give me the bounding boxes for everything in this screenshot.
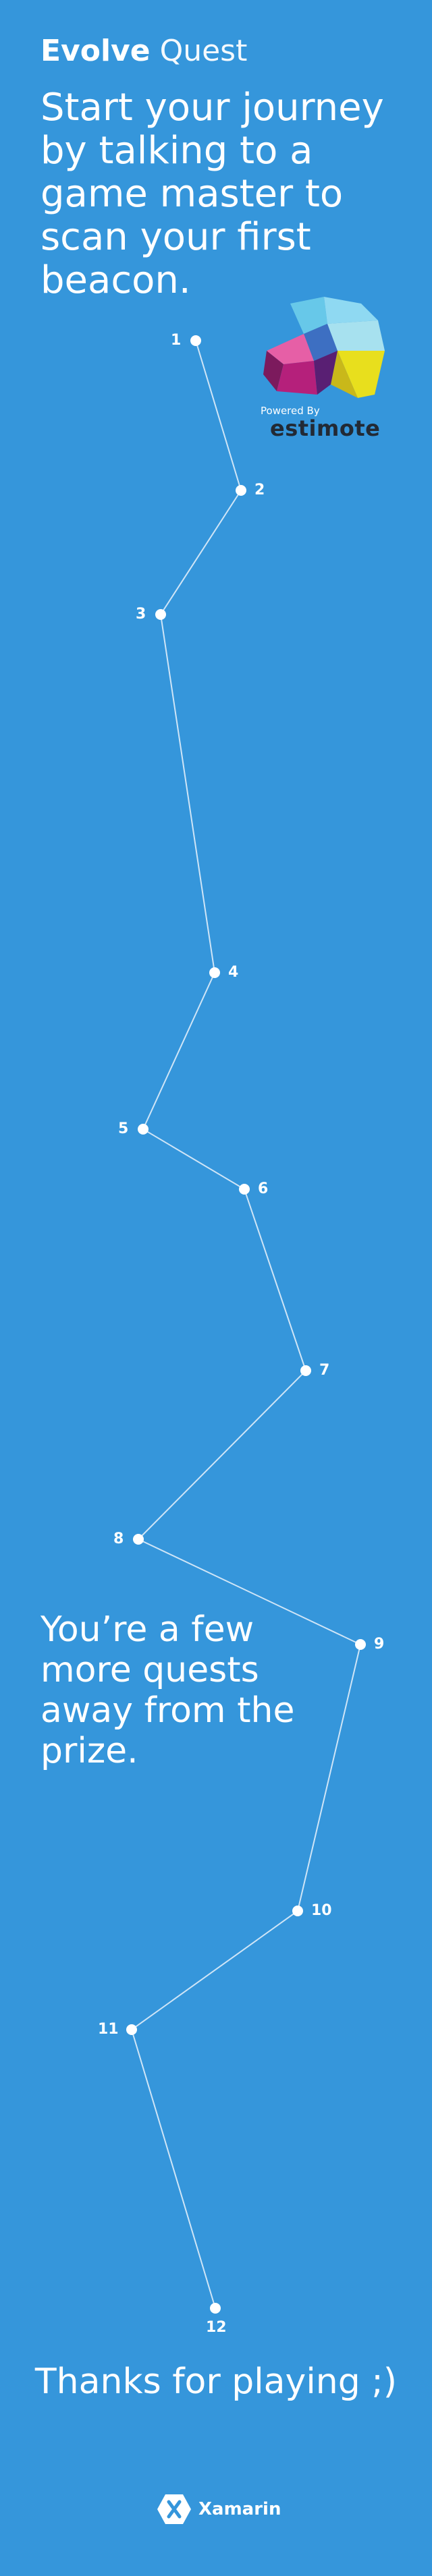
- quest-node-6: [239, 1184, 250, 1195]
- progress-message: You’re a few more quests away from the p…: [40, 1609, 295, 1771]
- quest-node-5: [138, 1124, 148, 1135]
- app-title-light: Quest: [159, 34, 248, 68]
- quest-node-label-7: 7: [319, 1362, 330, 1379]
- quest-node-10: [292, 1906, 303, 1916]
- xamarin-brand: Xamarin: [157, 2492, 281, 2526]
- powered-by-label: Powered By: [261, 405, 320, 417]
- quest-node-label-9: 9: [374, 1636, 385, 1653]
- quest-node-9: [355, 1639, 366, 1650]
- quest-node-label-3: 3: [136, 606, 146, 623]
- quest-node-label-2: 2: [254, 482, 265, 498]
- quest-node-3: [155, 609, 166, 620]
- quest-node-label-8: 8: [113, 1530, 124, 1547]
- xamarin-label: Xamarin: [198, 2499, 281, 2519]
- xamarin-logo-icon: [157, 2494, 191, 2524]
- quest-node-label-11: 11: [98, 2021, 119, 2038]
- quest-node-7: [300, 1365, 311, 1376]
- app-title-strong: Evolve: [40, 34, 151, 68]
- quest-node-label-10: 10: [311, 1902, 332, 1919]
- quest-node-label-5: 5: [118, 1120, 129, 1137]
- estimote-gem-icon: [263, 297, 385, 398]
- estimote-logo: Powered By estimote: [256, 297, 398, 442]
- quest-node-1: [190, 335, 201, 346]
- quest-node-8: [133, 1534, 144, 1545]
- intro-message: Start your journey by talking to a game …: [40, 86, 384, 302]
- quest-node-label-4: 4: [228, 964, 239, 981]
- quest-node-12: [210, 2303, 221, 2314]
- app-title: Evolve Quest: [40, 34, 247, 69]
- quest-node-label-6: 6: [258, 1180, 269, 1197]
- quest-node-2: [236, 485, 246, 496]
- quest-node-label-1: 1: [171, 332, 182, 349]
- quest-node-label-12: 12: [206, 2319, 227, 2336]
- estimote-wordmark: estimote: [270, 416, 381, 441]
- thanks-message: Thanks for playing ;): [34, 2362, 398, 2402]
- quest-node-4: [209, 967, 220, 978]
- quest-node-11: [126, 2024, 137, 2035]
